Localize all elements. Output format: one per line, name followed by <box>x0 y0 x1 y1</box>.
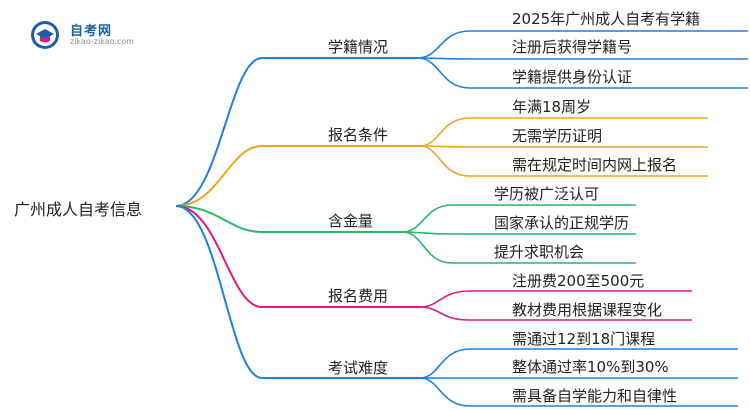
leaf-requirements-3: 需在规定时间内网上报名 <box>512 156 678 174</box>
leaf-enrollment-status-1: 2025年广州成人自考有学籍 <box>512 10 701 28</box>
leaf-fees-1: 注册费200至500元 <box>512 272 645 290</box>
logo-title: 自考网 <box>70 24 113 39</box>
leaf-value-2: 国家承认的正规学历 <box>494 214 630 232</box>
leaf-value-3: 提升求职机会 <box>494 243 585 261</box>
branch-fees: 报名费用 <box>328 287 389 305</box>
leaf-connector-2-0 <box>401 204 453 233</box>
logo-subtitle: zikao-zikao.com <box>70 37 134 46</box>
leaf-difficulty-2: 整体通过率10%到30% <box>512 358 669 376</box>
leaf-connector-1-2 <box>419 145 471 177</box>
leaf-difficulty-3: 需具备自学能力和自律性 <box>512 387 678 405</box>
leaf-connector-4-2 <box>419 377 471 407</box>
leaf-fees-2: 教材费用根据课程变化 <box>512 301 663 319</box>
root-connector-2 <box>175 205 263 233</box>
leaf-difficulty-1: 需通过12到18门课程 <box>512 330 656 348</box>
graduation-cap-icon <box>31 21 59 49</box>
root-connector-3 <box>175 205 263 308</box>
leaf-connector-2-2 <box>401 231 453 264</box>
root-connector-1 <box>175 145 263 207</box>
branch-value: 含金量 <box>328 212 374 230</box>
leaf-enrollment-status-3: 学籍提供身份认证 <box>512 68 633 86</box>
leaf-connector-3-1 <box>419 306 471 321</box>
leaf-enrollment-status-2: 注册后获得学籍号 <box>512 38 633 56</box>
leaf-requirements-1: 年满18周岁 <box>512 98 592 116</box>
leaf-connector-4-0 <box>419 348 471 379</box>
branch-exam-difficulty: 考试难度 <box>328 359 389 377</box>
branch-registration-requirements: 报名条件 <box>328 126 389 144</box>
leaf-connector-0-2 <box>417 57 471 89</box>
site-logo[interactable]: 自考网 zikao-zikao.com <box>30 18 150 52</box>
leaf-connector-0-0 <box>417 30 471 59</box>
leaf-requirements-2: 无需学历证明 <box>512 127 603 145</box>
root-connector-4 <box>175 205 263 379</box>
leaf-value-1: 学历被广泛认可 <box>494 185 600 203</box>
branch-enrollment-status: 学籍情况 <box>328 38 389 56</box>
leaf-connector-3-0 <box>419 290 471 308</box>
root-connector-0 <box>175 57 263 207</box>
root-node: 广州成人自考信息 <box>14 200 143 219</box>
leaf-connector-1-0 <box>419 117 471 147</box>
